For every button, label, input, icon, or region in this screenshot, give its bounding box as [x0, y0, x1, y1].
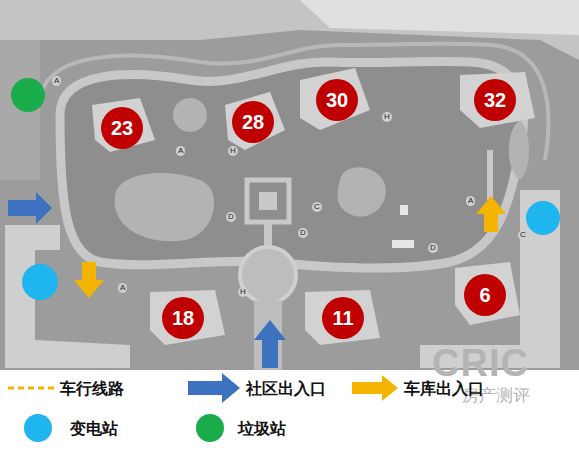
map-letter: C [518, 230, 528, 240]
legend-text: 变电站 [70, 419, 118, 440]
map-letter: D [428, 243, 438, 253]
legend-swatch [24, 414, 52, 442]
building-number: 6 [464, 274, 506, 316]
map-letter: C [312, 202, 322, 212]
legend-text: 垃圾站 [238, 419, 286, 440]
legend-text: 社区出入口 [246, 379, 326, 400]
map-letter: H [382, 112, 392, 122]
map-letter: D [298, 228, 308, 238]
legend-swatch [196, 414, 224, 442]
map-letter: D [226, 212, 236, 222]
building-label: 6 [479, 284, 490, 307]
building-number: 32 [474, 79, 516, 121]
legend-text: 车行线路 [60, 379, 124, 400]
building-label: 18 [172, 307, 194, 330]
building-number: 30 [316, 79, 358, 121]
building-label: 32 [484, 89, 506, 112]
building-number: 28 [232, 101, 274, 143]
map-letter: H [238, 287, 248, 297]
building-label: 28 [242, 111, 264, 134]
map-letter: H [228, 146, 238, 156]
building-label: 23 [111, 117, 133, 140]
building-number: 18 [162, 297, 204, 339]
watermark: CRIC [432, 342, 529, 385]
legend-text: 车库出入口 [404, 379, 484, 400]
building-number: 11 [322, 297, 364, 339]
building-label: 11 [332, 307, 353, 330]
building-number: 23 [101, 107, 143, 149]
building-label: 30 [326, 89, 348, 112]
